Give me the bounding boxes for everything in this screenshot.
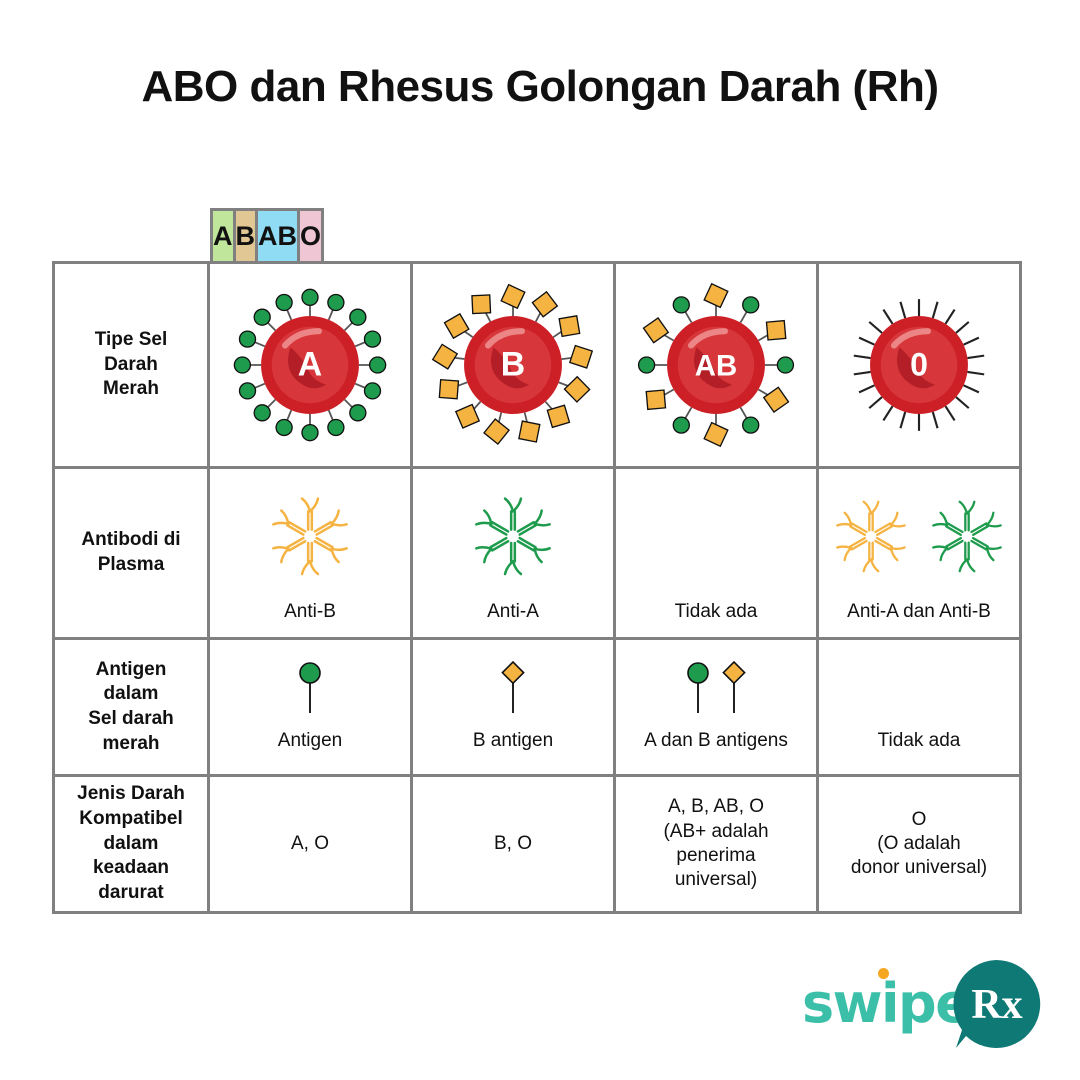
antigen-cell-ab: A dan B antigens	[613, 637, 819, 777]
rbc-cell-o: 0	[816, 261, 1022, 469]
row-label-line: darurat	[98, 882, 164, 904]
compatibility-line: A, O	[290, 832, 329, 854]
compatibility-line: B, O	[493, 832, 532, 854]
compatibility-line: donor universal)	[850, 857, 988, 879]
column-header-o: O	[297, 208, 325, 264]
column-header-ab: AB	[255, 208, 300, 264]
antibody-caption-ab: Tidak ada	[674, 600, 758, 622]
antibody-illustration-anti-a	[463, 479, 563, 597]
table-header-row: A B AB O	[55, 208, 1027, 264]
table-row: Antibodi di Plasma Anti-B Anti-A Tidak a…	[52, 466, 1027, 640]
rbc-cell-a: A	[207, 261, 413, 469]
row-label-cell-antibody: Antibodi di Plasma	[52, 466, 210, 640]
compatibility-cell-a: A, O	[207, 774, 413, 914]
rbc-label-ab: AB	[695, 350, 737, 383]
antibody-caption-o: Anti-A dan Anti-B	[847, 600, 991, 622]
compatibility-line: O	[911, 808, 927, 830]
compatibility-line: A, B, AB, O	[667, 796, 765, 818]
antigen-illustration-ab	[683, 660, 749, 723]
swiperx-logo: swipe Rx	[802, 958, 1042, 1050]
antigen-caption-ab: A dan B antigens	[644, 729, 788, 751]
table-row: Jenis Darah Kompatibel dalam keadaan dar…	[52, 774, 1027, 914]
header-corner-spacer	[55, 208, 213, 264]
rbc-illustration-ab: AB	[627, 276, 805, 454]
compatibility-cell-o: O (O adalah donor universal)	[816, 774, 1022, 914]
row-label-cell-antigen: Antigen dalam Sel darah merah	[52, 637, 210, 777]
table-row: Antigen dalam Sel darah merah Antigen	[52, 637, 1027, 777]
antibody-illustration-anti-b	[260, 479, 360, 597]
row-label-line: keadaan	[92, 857, 170, 879]
antibody-cell-a: Anti-B	[207, 466, 413, 640]
rbc-illustration-a: A	[221, 276, 399, 454]
row-label-line: Darah	[104, 353, 158, 375]
antibody-cell-b: Anti-A	[410, 466, 616, 640]
row-label-line: dalam	[103, 832, 159, 854]
antigen-caption-b: B antigen	[472, 729, 554, 751]
antibody-cell-ab: Tidak ada	[613, 466, 819, 640]
antibody-cell-o: Anti-A dan Anti-B	[816, 466, 1022, 640]
logo-wordmark: swipe	[802, 972, 972, 1035]
row-label-cell-compatibility: Jenis Darah Kompatibel dalam keadaan dar…	[52, 774, 210, 914]
antibody-caption-a: Anti-B	[284, 600, 336, 622]
compatibility-cell-b: B, O	[410, 774, 616, 914]
speech-bubble-icon: Rx	[953, 959, 1041, 1048]
rbc-cell-ab: AB	[613, 261, 819, 469]
rbc-illustration-o: 0	[830, 276, 1008, 454]
antigen-cell-b: B antigen	[410, 637, 616, 777]
compatibility-cell-ab: A, B, AB, O (AB+ adalah penerima univers…	[613, 774, 819, 914]
compatibility-line: universal)	[674, 869, 758, 891]
antigen-caption-a: Antigen	[277, 729, 343, 751]
table-row: Tipe Sel Darah Merah A	[52, 261, 1027, 469]
logo-rx-text: Rx	[971, 982, 1022, 1028]
row-label-line: Antibodi di	[81, 529, 181, 551]
row-label-line: Sel darah	[88, 708, 174, 729]
antigen-illustration-b	[496, 660, 530, 723]
antigen-cell-o: Tidak ada	[816, 637, 1022, 777]
row-label-line: merah	[102, 732, 160, 754]
compatibility-line: penerima	[676, 845, 756, 866]
row-label-line: Antigen	[95, 658, 167, 680]
rbc-cell-b: B	[410, 261, 616, 469]
antigen-cell-a: Antigen	[207, 637, 413, 777]
logo-dot-icon	[878, 968, 889, 979]
row-label-cell-type: Tipe Sel Darah Merah	[52, 261, 210, 469]
antigen-illustration-a	[293, 661, 327, 723]
row-label-line: Merah	[103, 378, 159, 400]
row-label-line: Kompatibel	[79, 807, 183, 829]
row-label-line: Plasma	[97, 554, 165, 575]
row-label-line: dalam	[103, 683, 159, 705]
rbc-illustration-b: B	[424, 276, 602, 454]
antibody-caption-b: Anti-A	[487, 600, 539, 622]
compatibility-line: (AB+ adalah	[663, 820, 769, 842]
page-title: ABO dan Rhesus Golongan Darah (Rh)	[141, 62, 939, 111]
antigen-caption-o: Tidak ada	[877, 729, 961, 751]
rbc-label-b: B	[501, 346, 525, 384]
rbc-label-o: 0	[910, 347, 928, 383]
row-label-line: Jenis Darah	[77, 783, 185, 805]
column-header-a: A	[210, 208, 236, 264]
compatibility-line: (O adalah	[877, 832, 961, 854]
blood-type-table: A B AB O Tipe Sel Darah Merah	[52, 208, 1027, 914]
rbc-label-a: A	[298, 346, 322, 384]
row-label-line: Tipe Sel	[94, 328, 168, 350]
antibody-illustration-anti-a-and-anti-b	[825, 479, 1013, 597]
